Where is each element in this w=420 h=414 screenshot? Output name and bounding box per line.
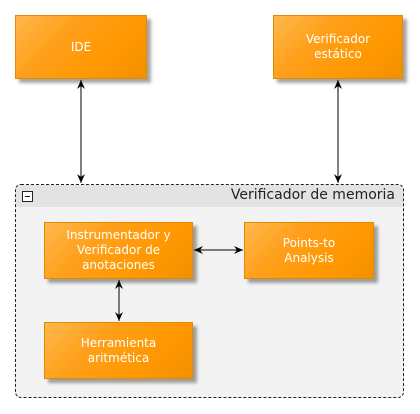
node-herramienta[interactable]: Herramienta aritmética	[44, 322, 193, 379]
group-header	[16, 185, 403, 207]
minus-square-icon[interactable]	[22, 191, 33, 202]
node-verificador-estatico[interactable]: Verificador estático	[273, 15, 403, 79]
group-title: Verificador de memoria	[230, 187, 395, 203]
node-ide[interactable]: IDE	[15, 15, 147, 79]
node-instrumentador[interactable]: Instrumentador y Verificador de anotacio…	[44, 222, 193, 279]
node-points-to[interactable]: Points-to Analysis	[244, 222, 374, 279]
